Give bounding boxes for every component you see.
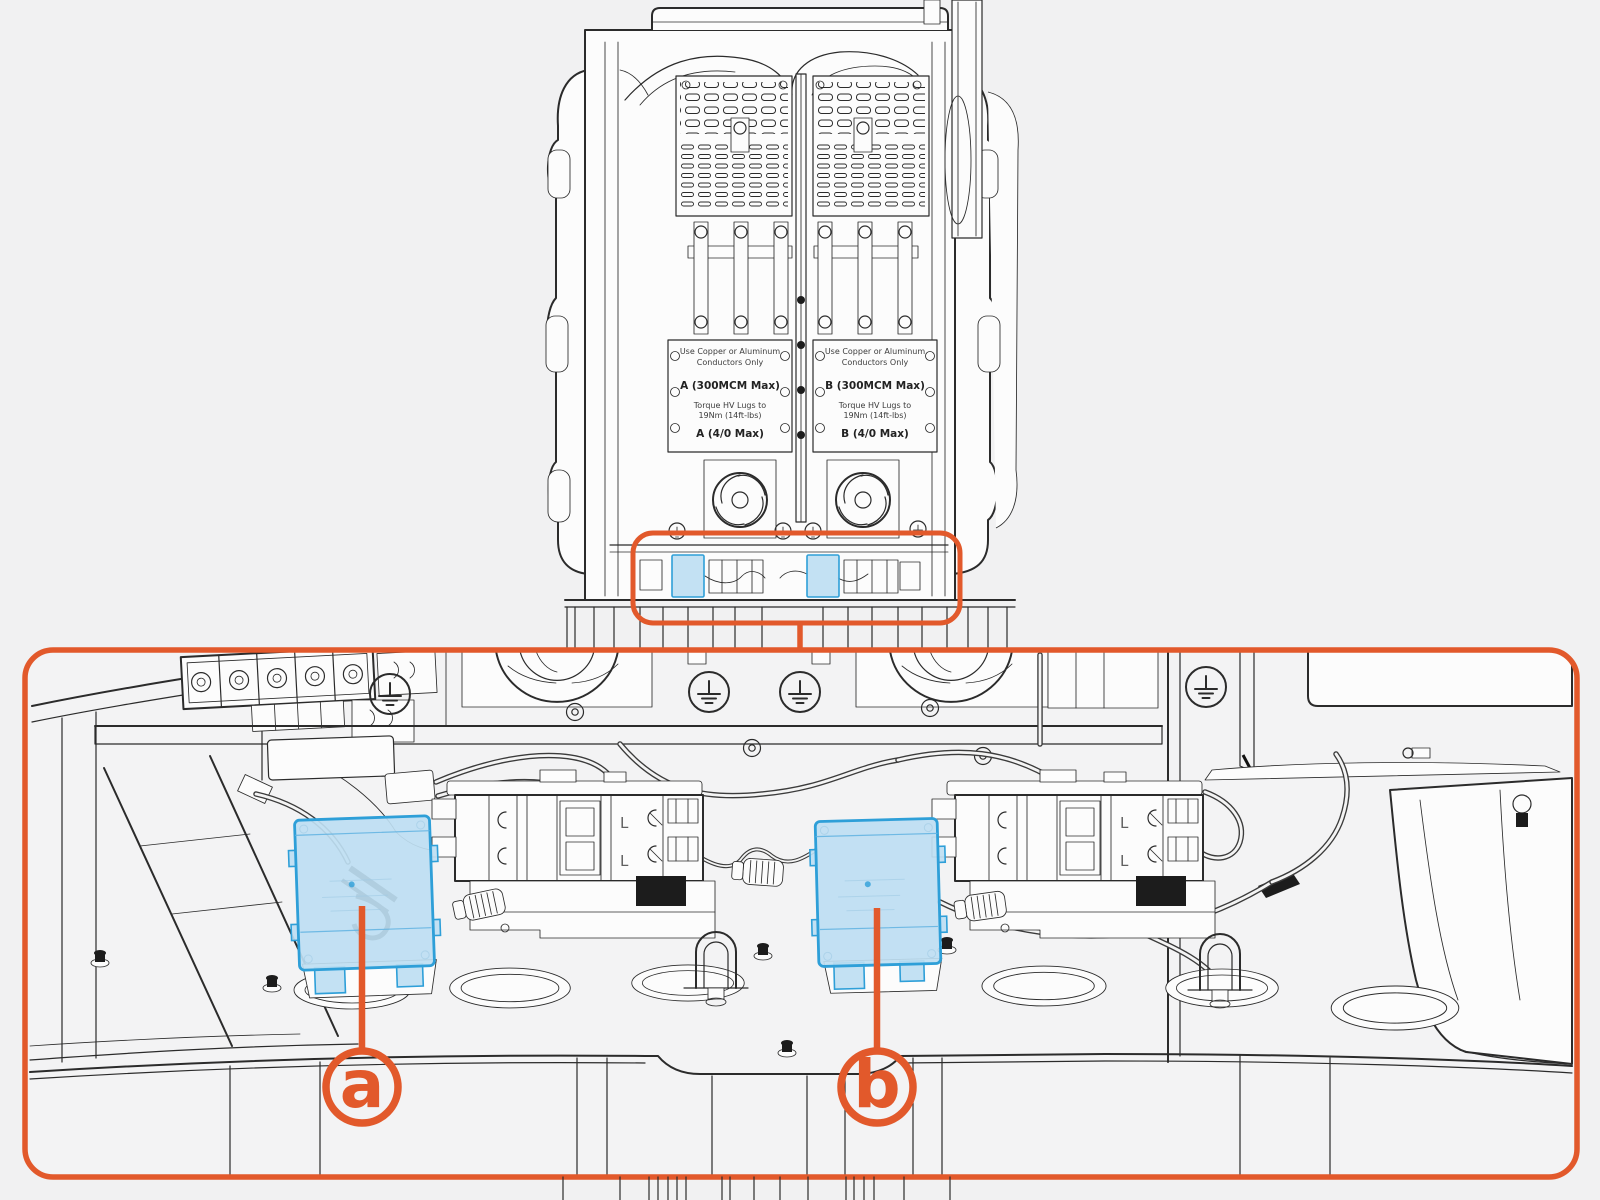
component-b-highlight-small <box>806 554 840 598</box>
bottom-compartment <box>639 554 921 598</box>
pedestal-slats <box>562 1176 951 1200</box>
callout-letter-a: a <box>340 1046 385 1123</box>
label-torque-1: Torque HV Lugs to <box>838 401 912 410</box>
component-a-highlight-small <box>671 554 705 598</box>
label-max-a: A (4/0 Max) <box>696 428 764 440</box>
door-pillar <box>951 0 983 239</box>
busbar-assembly <box>687 221 919 335</box>
detail-view <box>29 650 1573 1177</box>
label-conductor-note-1: Use Copper or Aluminum <box>825 347 926 356</box>
callout-letter-b: b <box>853 1046 900 1123</box>
label-conductor-note-1: Use Copper or Aluminum <box>680 347 781 356</box>
callout-label-a: a <box>322 1046 402 1127</box>
callout-label-b: b <box>837 1046 917 1127</box>
fan-icon <box>826 459 900 539</box>
base-floor <box>29 1053 1573 1177</box>
label-conductor-note-2: Conductors Only <box>697 358 764 367</box>
lug-plate-b: Use Copper or Aluminum Conductors Only B… <box>812 339 938 453</box>
label-lug-b: B (300MCM Max) <box>825 380 925 392</box>
outer-contour <box>987 91 1019 529</box>
vent-panel-a <box>675 75 793 217</box>
base-hole <box>981 965 1107 1007</box>
base-hole <box>449 967 571 1009</box>
label-torque-1: Torque HV Lugs to <box>693 401 767 410</box>
label-max-b: B (4/0 Max) <box>841 428 909 440</box>
label-torque-2: 19Nm (14ft-lbs) <box>843 411 906 420</box>
callout-frame-detail <box>22 647 1580 1180</box>
base-legs <box>566 606 1008 649</box>
component-b-highlight <box>809 817 948 994</box>
lug-plate-a: Use Copper or Aluminum Conductors Only A… <box>667 339 793 453</box>
vent-panel-b <box>812 75 930 217</box>
top-cap <box>651 7 949 30</box>
fan-icon <box>703 459 777 539</box>
component-a-highlight <box>287 814 442 999</box>
charger-unit-overview: Use Copper or Aluminum Conductors Only A… <box>545 0 1019 649</box>
base-hole <box>631 964 745 1002</box>
callout-frame-top <box>630 530 963 626</box>
label-torque-2: 19Nm (14ft-lbs) <box>698 411 761 420</box>
base-hole <box>1330 985 1460 1031</box>
label-lug-a: A (300MCM Max) <box>680 380 780 392</box>
fan-cutouts <box>445 650 1159 727</box>
terminal-block <box>179 650 377 732</box>
label-conductor-note-2: Conductors Only <box>842 358 909 367</box>
